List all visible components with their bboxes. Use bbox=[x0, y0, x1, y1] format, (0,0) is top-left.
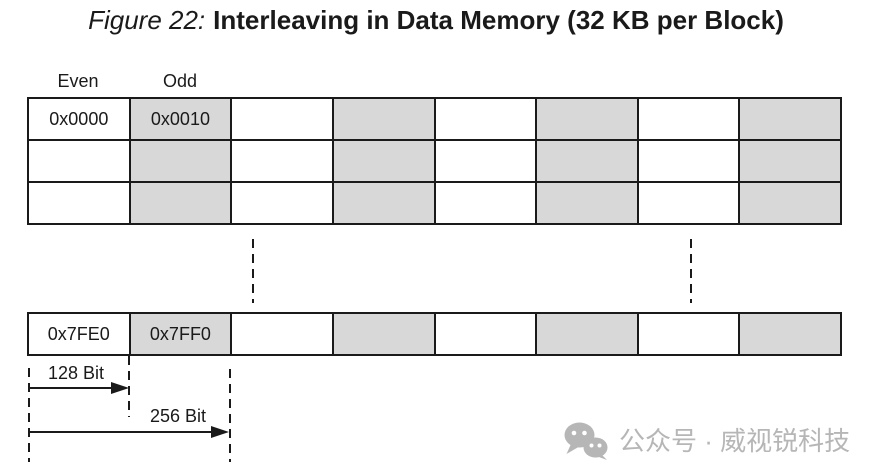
dimension-extension-line bbox=[28, 368, 30, 462]
memory-cell: 0x7FF0 bbox=[130, 314, 231, 354]
memory-cell bbox=[638, 183, 739, 223]
memory-cell bbox=[29, 183, 129, 223]
dimension-label-256bit: 256 Bit bbox=[138, 406, 218, 426]
arrowhead-right-icon bbox=[211, 426, 229, 438]
memory-cell bbox=[740, 141, 840, 181]
dimension-arrow-256bit bbox=[29, 431, 213, 433]
dimension-arrow-128bit bbox=[29, 387, 113, 389]
memory-cell bbox=[537, 314, 637, 354]
memory-cell bbox=[130, 183, 231, 223]
memory-cell bbox=[333, 141, 434, 181]
memory-cell: 0x0010 bbox=[130, 99, 231, 139]
memory-cell bbox=[740, 99, 840, 139]
column-header-odd: Odd bbox=[162, 71, 198, 91]
memory-cell bbox=[29, 141, 129, 181]
memory-cell bbox=[232, 99, 332, 139]
memory-cell bbox=[740, 183, 840, 223]
continuation-dashed-line bbox=[690, 239, 692, 303]
memory-cell: 0x7FE0 bbox=[29, 314, 129, 354]
column-header-even: Even bbox=[57, 71, 99, 91]
dimension-extension-line bbox=[128, 356, 130, 417]
memory-cell bbox=[130, 141, 231, 181]
memory-cell: 0x0000 bbox=[29, 99, 129, 139]
watermark-text: 公众号 · 威视锐科技 bbox=[619, 426, 851, 456]
figure-title: Figure 22:Interleaving in Data Memory (3… bbox=[0, 4, 872, 36]
memory-cell bbox=[638, 314, 739, 354]
arrowhead-right-icon bbox=[111, 382, 129, 394]
memory-bottom-block: 0x7FE0 0x7FF0 bbox=[27, 312, 842, 356]
memory-cell bbox=[537, 99, 637, 139]
memory-cell bbox=[333, 99, 434, 139]
dimension-extension-line bbox=[229, 369, 231, 462]
memory-cell bbox=[435, 183, 536, 223]
dimension-label-128bit: 128 Bit bbox=[36, 363, 116, 383]
memory-cell bbox=[537, 183, 637, 223]
memory-cell bbox=[333, 183, 434, 223]
memory-cell bbox=[232, 314, 332, 354]
memory-top-block: 0x0000 0x0010 bbox=[27, 97, 842, 225]
continuation-dashed-line bbox=[252, 239, 254, 303]
memory-cell bbox=[435, 314, 536, 354]
memory-cell bbox=[232, 183, 332, 223]
memory-cell bbox=[232, 141, 332, 181]
figure-title-text: Interleaving in Data Memory (32 KB per B… bbox=[213, 5, 784, 35]
memory-cell bbox=[638, 99, 739, 139]
wechat-icon bbox=[563, 422, 609, 460]
memory-cell bbox=[638, 141, 739, 181]
memory-cell bbox=[537, 141, 637, 181]
memory-cell bbox=[435, 141, 536, 181]
memory-cell bbox=[333, 314, 434, 354]
memory-cell bbox=[740, 314, 840, 354]
figure-number-label: Figure 22: bbox=[88, 5, 206, 35]
watermark: 公众号 · 威视锐科技 bbox=[563, 422, 850, 460]
memory-cell bbox=[435, 99, 536, 139]
